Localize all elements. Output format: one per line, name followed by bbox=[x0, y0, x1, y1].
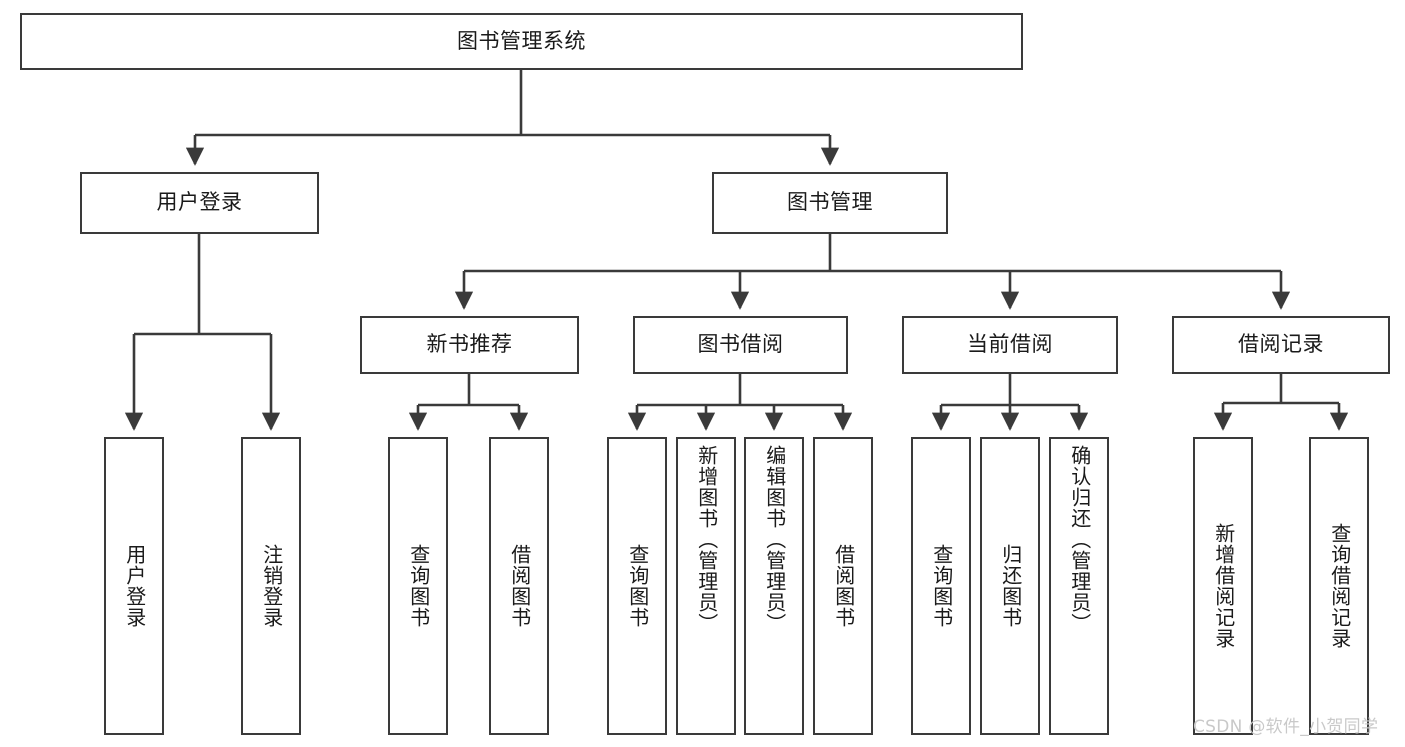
node-new-book-recommend[interactable]: 新书推荐 bbox=[360, 316, 579, 374]
leaf-query-book-recommend[interactable]: 查询图书 bbox=[388, 437, 448, 735]
node-book-management[interactable]: 图书管理 bbox=[712, 172, 948, 234]
node-label: 新增借阅记录 bbox=[1211, 523, 1236, 649]
node-label: 当前借阅 bbox=[967, 332, 1053, 357]
leaf-query-book-current[interactable]: 查询图书 bbox=[911, 437, 971, 735]
node-label: 图书管理系统 bbox=[457, 28, 586, 53]
csdn-watermark: CSDN @软件_小贺同学 bbox=[1193, 717, 1379, 737]
node-label: 归还图书 bbox=[998, 544, 1023, 628]
leaf-borrow-book-recommend[interactable]: 借阅图书 bbox=[489, 437, 549, 735]
node-label: 查询借阅记录 bbox=[1327, 523, 1352, 649]
leaf-borrow-book-borrow[interactable]: 借阅图书 bbox=[813, 437, 873, 735]
node-label: 借阅图书 bbox=[831, 544, 856, 628]
node-user-login[interactable]: 用户登录 bbox=[80, 172, 319, 234]
node-label: 图书管理 bbox=[787, 190, 873, 215]
leaf-add-borrow-record[interactable]: 新增借阅记录 bbox=[1193, 437, 1253, 735]
node-label: 查询图书 bbox=[625, 544, 650, 628]
node-label: 新书推荐 bbox=[426, 332, 513, 357]
leaf-edit-book-admin[interactable]: 编辑图书（管理员） bbox=[744, 437, 804, 735]
node-label: 确认归还（管理员） bbox=[1067, 445, 1092, 634]
leaf-logout-login[interactable]: 注销登录 bbox=[241, 437, 301, 735]
leaf-return-book[interactable]: 归还图书 bbox=[980, 437, 1040, 735]
node-label: 借阅记录 bbox=[1238, 332, 1324, 357]
node-label: 查询图书 bbox=[929, 544, 954, 628]
node-label: 查询图书 bbox=[406, 544, 431, 628]
leaf-query-book-borrow[interactable]: 查询图书 bbox=[607, 437, 667, 735]
leaf-add-book-admin[interactable]: 新增图书（管理员） bbox=[676, 437, 736, 735]
node-label: 图书借阅 bbox=[697, 332, 784, 357]
leaf-user-login[interactable]: 用户登录 bbox=[104, 437, 164, 735]
node-label: 编辑图书（管理员） bbox=[762, 445, 787, 634]
node-label: 借阅图书 bbox=[507, 544, 532, 628]
node-label: 新增图书（管理员） bbox=[694, 445, 719, 634]
node-root-book-management-system[interactable]: 图书管理系统 bbox=[20, 13, 1023, 70]
node-current-borrow[interactable]: 当前借阅 bbox=[902, 316, 1118, 374]
node-label: 用户登录 bbox=[122, 544, 147, 628]
node-book-borrow[interactable]: 图书借阅 bbox=[633, 316, 848, 374]
node-label: 用户登录 bbox=[156, 190, 243, 215]
leaf-confirm-return-admin[interactable]: 确认归还（管理员） bbox=[1049, 437, 1109, 735]
node-borrow-record[interactable]: 借阅记录 bbox=[1172, 316, 1390, 374]
leaf-query-borrow-record[interactable]: 查询借阅记录 bbox=[1309, 437, 1369, 735]
node-label: 注销登录 bbox=[259, 544, 284, 628]
